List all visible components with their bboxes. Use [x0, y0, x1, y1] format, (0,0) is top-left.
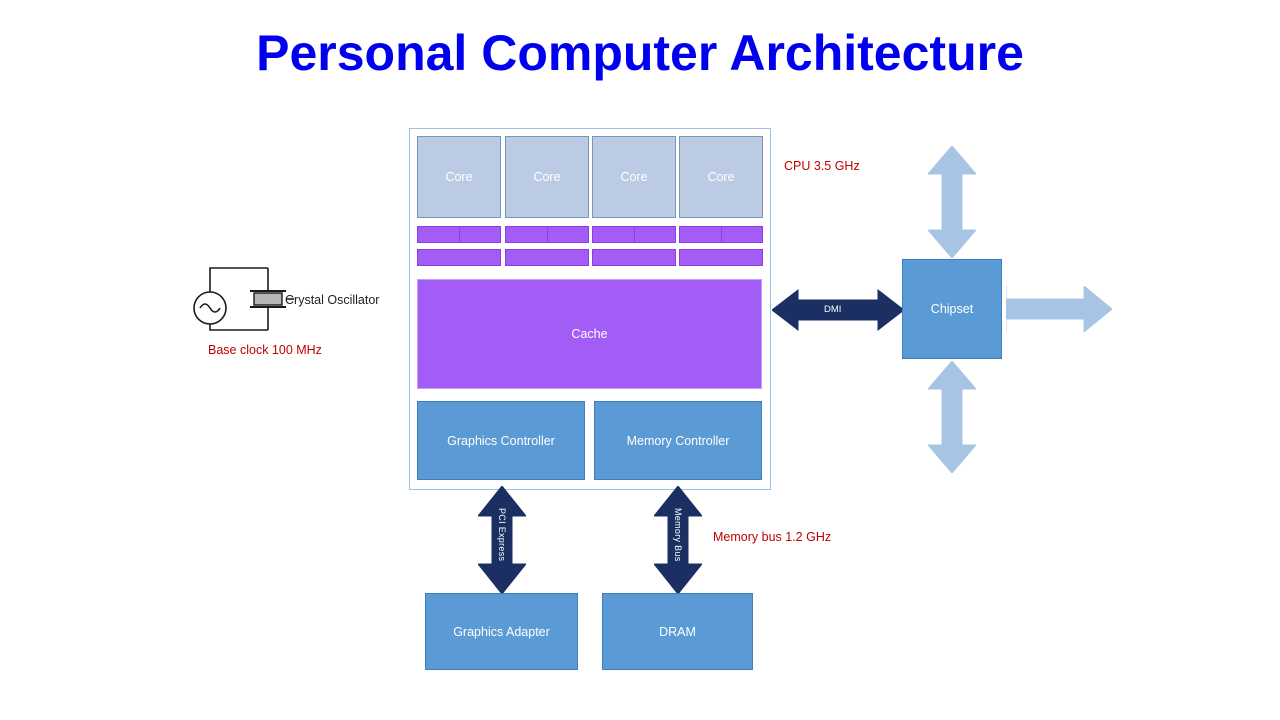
core-label: Core: [445, 170, 473, 184]
l1-instruction-cache: [593, 227, 635, 242]
dram-block[interactable]: DRAM: [602, 593, 753, 670]
l1-data-cache: [548, 227, 589, 242]
memory-controller-block[interactable]: Memory Controller: [594, 401, 762, 480]
core-label: Core: [533, 170, 561, 184]
graphics-adapter-label: Graphics Adapter: [453, 624, 550, 639]
chipset-south-io-arrow-icon: [928, 361, 976, 473]
shared-cache-block[interactable]: Cache: [417, 279, 762, 389]
memory-controller-label: Memory Controller: [626, 433, 730, 448]
pci-express-arrow-icon: [478, 486, 526, 594]
crystal-oscillator-circuit: [190, 258, 390, 338]
l2-cache-row-4: [679, 249, 763, 266]
l2-cache-row-3: [592, 249, 676, 266]
base-clock-annotation: Base clock 100 MHz: [208, 343, 322, 357]
chipset-north-io-arrow-icon: [928, 146, 976, 258]
oscillator-schematic-icon: [193, 267, 294, 331]
l1-data-cache: [460, 227, 501, 242]
graphics-controller-label: Graphics Controller: [447, 433, 555, 448]
l1-cache-row-1: [417, 226, 501, 243]
chipset-block[interactable]: Chipset: [902, 259, 1002, 359]
graphics-controller-block[interactable]: Graphics Controller: [417, 401, 585, 480]
l1-cache-row-2: [505, 226, 589, 243]
core-box-2[interactable]: Core: [505, 136, 589, 218]
crystal-oscillator-label: Crystal Oscillator: [285, 293, 380, 307]
memory-bus-label: Memory Bus: [673, 508, 683, 562]
l1-cache-row-4: [679, 226, 763, 243]
pci-express-label: PCI Express: [497, 508, 507, 562]
memory-bus-arrow-icon: [654, 486, 702, 594]
graphics-adapter-block[interactable]: Graphics Adapter: [425, 593, 578, 670]
l1-instruction-cache: [418, 227, 460, 242]
core-box-1[interactable]: Core: [417, 136, 501, 218]
l1-cache-row-3: [592, 226, 676, 243]
memory-bus-frequency-annotation: Memory bus 1.2 GHz: [713, 530, 832, 544]
l1-instruction-cache: [680, 227, 722, 242]
l2-cache-row-2: [505, 249, 589, 266]
core-box-3[interactable]: Core: [592, 136, 676, 218]
dmi-bus-label: DMI: [824, 304, 842, 315]
l1-data-cache: [635, 227, 676, 242]
dram-label: DRAM: [659, 624, 696, 639]
dmi-bus-arrow-icon: [772, 288, 904, 332]
chipset-east-io-arrow-icon: [1006, 286, 1112, 332]
chipset-label: Chipset: [930, 302, 974, 316]
cpu-frequency-annotation: CPU 3.5 GHz: [784, 159, 860, 173]
l1-instruction-cache: [506, 227, 548, 242]
core-label: Core: [707, 170, 735, 184]
core-label: Core: [620, 170, 648, 184]
page-title: Personal Computer Architecture: [256, 25, 1024, 81]
cache-label: Cache: [571, 327, 608, 341]
l1-data-cache: [722, 227, 763, 242]
core-box-4[interactable]: Core: [679, 136, 763, 218]
l2-cache-row-1: [417, 249, 501, 266]
